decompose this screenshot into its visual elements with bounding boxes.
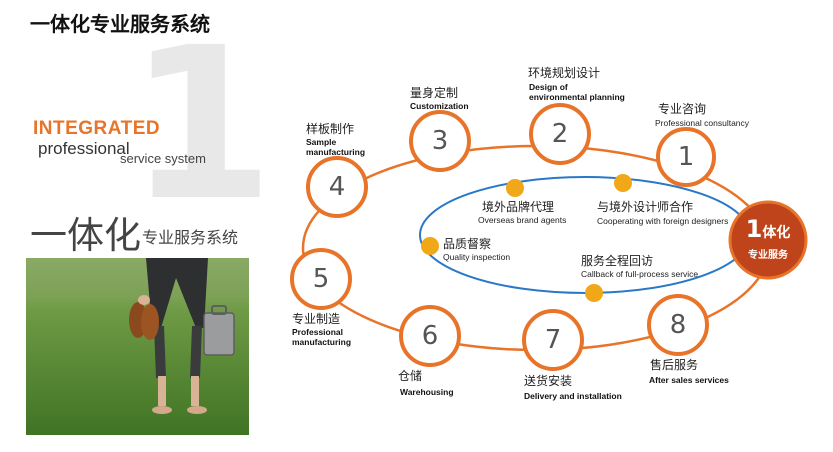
node-label-en-1: Professional consultancy — [655, 118, 750, 128]
gold-dot — [506, 179, 524, 197]
inner-label-zh-3: 品质督察 — [443, 237, 492, 251]
integrated-heading: INTEGRATED — [33, 118, 161, 139]
inner-label-en-3: Quality inspection — [443, 252, 511, 262]
inner-label-en-2: Cooperating with foreign designers — [597, 216, 729, 226]
node-label-zh-3: 量身定制 — [410, 86, 459, 100]
node-label-zh-2: 环境规划设计 — [528, 66, 601, 80]
gold-dot — [585, 284, 603, 302]
node-number-8: 8 — [669, 310, 687, 340]
node-label-en-6: Warehousing — [400, 387, 454, 397]
node-label-en-4b: manufacturing — [306, 147, 366, 157]
node-label-en-5a: Professional — [292, 327, 344, 337]
yiti-heading: 一体化 — [30, 214, 141, 257]
node-label-en-2a: Design of — [529, 82, 568, 92]
node-circle-2 — [529, 103, 591, 165]
node-number-5: 5 — [312, 264, 330, 294]
inner-label-en-4: Callback of full-process service — [581, 269, 699, 279]
node-label-en-8: After sales services — [649, 375, 729, 385]
big-numeral: 1 — [128, 2, 275, 247]
node-circle-1 — [656, 127, 716, 187]
node-label-zh-8: 售后服务 — [650, 358, 699, 372]
node-number-1: 1 — [677, 142, 695, 172]
node-label-en-2b: environmental planning — [529, 92, 625, 102]
node-label-en-4a: Sample — [306, 137, 337, 147]
node-number-7: 7 — [544, 325, 562, 355]
node-label-zh-6: 仓储 — [398, 369, 423, 383]
node-label-zh-5: 专业制造 — [292, 312, 341, 326]
gold-dot — [614, 174, 632, 192]
service-system-text: service system — [120, 151, 206, 166]
professional-text: professional — [38, 139, 130, 158]
node-label-en-5b: manufacturing — [292, 337, 352, 347]
yiti-subheading: 专业服务系统 — [142, 228, 239, 247]
hub-number: 1 — [745, 215, 763, 243]
inner-label-zh-2: 与境外设计师合作 — [597, 200, 694, 214]
node-number-3: 3 — [431, 126, 449, 156]
node-circle-8 — [647, 294, 709, 356]
node-number-4: 4 — [328, 172, 346, 202]
hub-main-text: 体化 — [762, 225, 791, 241]
node-circle-6 — [399, 305, 461, 367]
node-circle-4 — [306, 156, 368, 218]
node-circle-5 — [290, 248, 352, 310]
node-label-en-7: Delivery and installation — [524, 391, 622, 401]
node-label-zh-7: 送货安装 — [524, 374, 573, 388]
gold-dot — [421, 237, 439, 255]
node-label-zh-1: 专业咨询 — [658, 102, 707, 116]
hub-label: 1体化 — [733, 215, 803, 243]
node-label-zh-4: 样板制作 — [306, 122, 355, 136]
node-number-2: 2 — [551, 119, 569, 149]
node-circle-7 — [522, 309, 584, 371]
hub-circle — [728, 200, 808, 280]
node-label-en-3: Customization — [410, 101, 469, 111]
page-title: 一体化专业服务系统 — [30, 12, 210, 36]
node-number-6: 6 — [421, 321, 439, 351]
inner-label-en-1: Overseas brand agents — [478, 215, 567, 225]
inner-label-zh-1: 境外品牌代理 — [482, 200, 555, 214]
hub-sub-text: 专业服务 — [748, 250, 788, 261]
grass-photo — [26, 258, 249, 435]
node-circle-3 — [409, 110, 471, 172]
inner-label-zh-4: 服务全程回访 — [581, 254, 654, 268]
